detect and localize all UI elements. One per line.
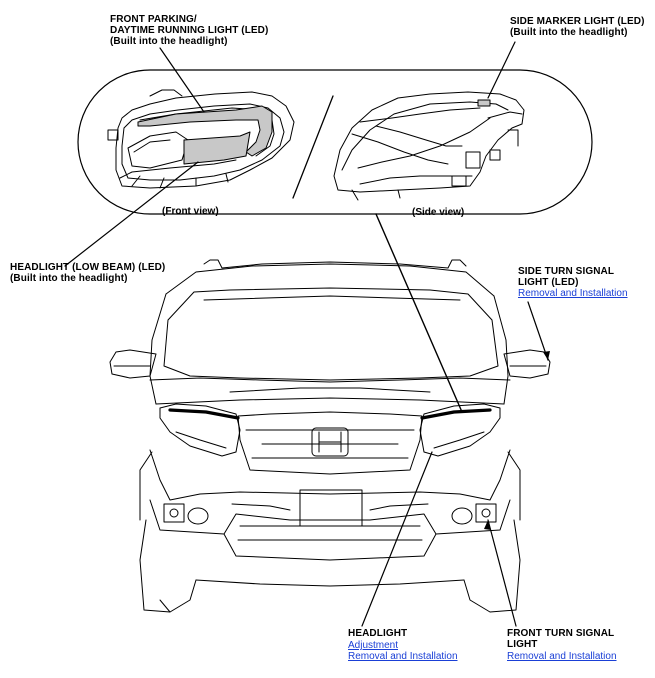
headlight-low-beam-label: HEADLIGHT (LOW BEAM) (LED) (Built into t… — [10, 262, 165, 284]
leader-front-turn — [487, 519, 517, 627]
inset-divider — [292, 95, 334, 199]
side-marker-line1: SIDE MARKER LIGHT (LED) — [510, 16, 645, 27]
right-headlight — [419, 403, 501, 457]
side-marker-lamp — [477, 99, 491, 107]
right-fog-bezel — [475, 503, 497, 523]
side-marker-label: SIDE MARKER LIGHT (LED) (Built into the … — [510, 16, 645, 38]
low-beam — [183, 131, 251, 165]
leader-inset-to-headlight — [375, 213, 463, 413]
arrowhead-front-turn — [484, 520, 491, 530]
front-parking-line1: FRONT PARKING/ — [110, 14, 197, 25]
grille — [237, 411, 423, 475]
side-view-headlight — [333, 91, 525, 201]
vehicle-front — [109, 259, 551, 613]
leader-low-beam — [64, 161, 199, 267]
front-turn-removal-link[interactable]: Removal and Installation — [507, 651, 617, 662]
left-mirror — [109, 349, 157, 379]
front-turn-label: FRONT TURN SIGNAL LIGHT — [507, 628, 614, 650]
headlight-adjustment-link[interactable]: Adjustment — [348, 640, 399, 651]
side-turn-line1: SIDE TURN SIGNAL — [518, 266, 615, 277]
leader-side-marker — [487, 41, 516, 99]
headlight-removal-link[interactable]: Removal and Installation — [348, 651, 458, 662]
front-parking-line3: (Built into the headlight) — [110, 36, 228, 47]
side-marker-line2: (Built into the headlight) — [510, 27, 628, 38]
front-parking-line2: DAYTIME RUNNING LIGHT (LED) — [110, 25, 269, 36]
front-view-caption: (Front view) — [162, 206, 219, 217]
front-turn-line1: FRONT TURN SIGNAL — [507, 628, 615, 639]
front-view-headlight — [107, 89, 295, 189]
right-mirror — [503, 349, 551, 379]
front-turn-line2: LIGHT — [507, 639, 538, 650]
leader-front-parking — [159, 47, 205, 113]
license-plate — [299, 489, 363, 527]
emblem — [311, 427, 349, 457]
left-headlight — [159, 403, 241, 457]
leader-headlight — [361, 451, 433, 627]
side-view-caption: (Side view) — [412, 207, 465, 218]
side-turn-removal-link[interactable]: Removal and Installation — [518, 288, 628, 299]
inset-frame — [77, 69, 593, 215]
side-turn-line2: LIGHT (LED) — [518, 277, 579, 288]
leader-side-turn — [527, 301, 549, 361]
headlight-low-line1: HEADLIGHT (LOW BEAM) (LED) — [10, 262, 166, 273]
headlight-low-line2: (Built into the headlight) — [10, 273, 128, 284]
side-turn-label: SIDE TURN SIGNAL LIGHT (LED) — [518, 266, 614, 288]
arrowhead-side-turn — [543, 351, 550, 360]
headlight-label: HEADLIGHT — [348, 628, 408, 639]
left-fog-bezel — [163, 503, 185, 523]
front-parking-label: FRONT PARKING/ DAYTIME RUNNING LIGHT (LE… — [110, 14, 268, 47]
